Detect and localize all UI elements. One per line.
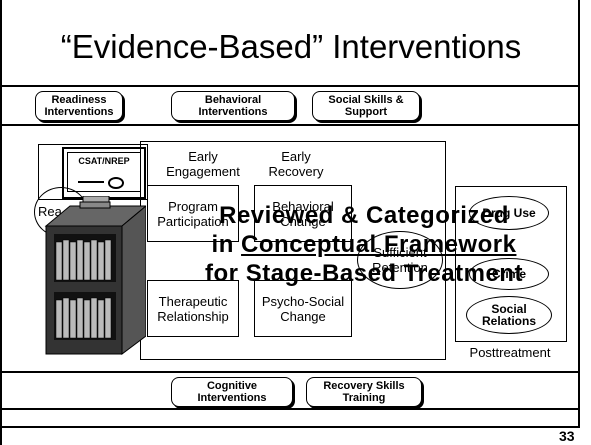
early-engagement-label: Early Engagement [166, 149, 240, 179]
bookshelf-icon [44, 196, 146, 355]
slide-left-border [0, 0, 2, 445]
cognitive-interventions-pill: Cognitive Interventions [171, 377, 293, 407]
top-band [2, 85, 578, 126]
bottom-band [2, 371, 578, 410]
certificate-line [78, 181, 104, 183]
recovery-skills-training-pill: Recovery Skills Training [306, 377, 422, 407]
therapeutic-relationship-box: Therapeutic Relationship [147, 280, 239, 337]
early-recovery-label: Early Recovery [268, 149, 324, 179]
overlay-line-2-prefix: in [211, 231, 242, 258]
drug-use-oval: Drug Use [469, 196, 549, 230]
certificate-label: CSAT/NREP [78, 156, 130, 166]
social-skills-support-pill: Social Skills & Support [312, 91, 420, 121]
behavioral-change-box: Behavioral Change [254, 185, 352, 242]
overlay-line-1: Reviewed & Categorized [219, 202, 509, 229]
overlay-line-2-underlined: Conceptual Framework [241, 231, 517, 258]
slide-title: “Evidence-Based” Interventions [60, 28, 522, 65]
crime-oval: Crime [469, 258, 549, 290]
psycho-social-change-box: Psycho-Social Change [254, 280, 352, 337]
program-participation-box: Program Participation [147, 185, 239, 242]
behavioral-interventions-pill: Behavioral Interventions [171, 91, 295, 121]
posttreatment-box [455, 186, 567, 342]
posttreatment-label: Posttreatment [469, 345, 551, 360]
sufficient-retention-oval: Sufficient Retention [357, 231, 443, 289]
book-stack-icon [79, 196, 111, 209]
page-number: 33 [559, 428, 575, 444]
overlay-line-2: in Conceptual Framework [140, 230, 588, 259]
readiness-label-partial: Rea [38, 204, 62, 219]
overlay-line-3: for Stage-Based Treatment [205, 260, 523, 287]
certificate-seal [108, 177, 124, 189]
slide-bottom-border [0, 426, 578, 428]
readiness-interventions-pill: Readiness Interventions [35, 91, 123, 121]
social-relations-oval: Social Relations [466, 296, 552, 334]
